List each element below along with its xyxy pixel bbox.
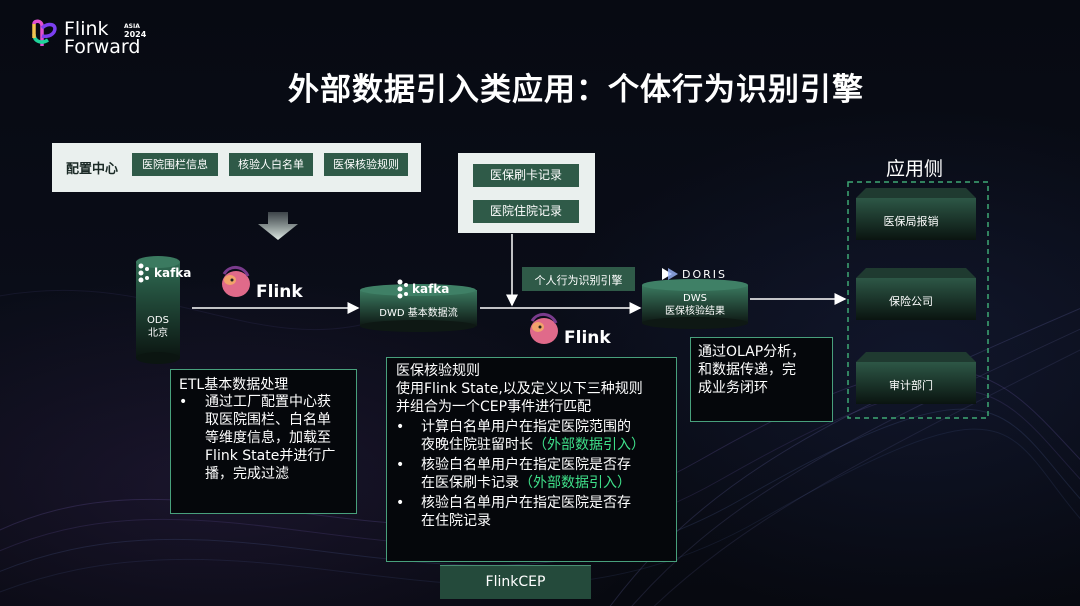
flink-label-2: Flink (564, 328, 611, 348)
dws-label-line1: DWS (683, 293, 707, 304)
rule-2-text: 在医保刷卡记录 (421, 475, 519, 491)
dwd-label: DWD 基本数据流 (379, 308, 458, 319)
etl-line: 取医院围栏、白名单 (205, 412, 331, 428)
engine-label: 个人行为识别引擎 (534, 274, 623, 287)
app-box-3 (856, 352, 976, 404)
dws-label-line2: 医保核验结果 (665, 306, 725, 317)
flink-squirrel-icon-2 (530, 313, 558, 344)
record-hospital-stay: 医院住院记录 (473, 200, 579, 223)
kafka-icon (138, 263, 149, 283)
etl-line: Flink State并进行广 (205, 448, 336, 464)
dwd-cylinder (360, 284, 477, 332)
rule-2-line1: 核验白名单用户在指定医院是否存 (421, 457, 631, 473)
ods-label: ODS 北京 (136, 314, 180, 340)
badge-year: 2024 (124, 30, 147, 39)
olap-note: 通过OLAP分析， 和数据传递，完 成业务闭环 (690, 337, 833, 422)
olap-line: 成业务闭环 (698, 380, 768, 396)
app-side-frame (847, 181, 989, 419)
record-card-swipe: 医保刷卡记录 (473, 164, 579, 187)
etl-note-title: ETL基本数据处理 (179, 377, 289, 393)
badge-asia: ASIA (124, 23, 140, 30)
logo-badge: ASIA 2024 (124, 23, 146, 39)
rule-2-tag: （外部数据引入） (519, 475, 631, 491)
dws-cylinder (642, 279, 748, 329)
config-item-whitelist: 核验人白名单 (229, 153, 313, 176)
app-box-1 (856, 188, 976, 240)
logo-line1: Flink (64, 18, 109, 40)
config-down-arrow-icon (258, 212, 298, 240)
rule-1-line2: 夜晚住院驻留时长（外部数据引入） (421, 437, 645, 453)
rule-bullet: • (396, 419, 405, 435)
rule-1-tag: （外部数据引入） (533, 437, 645, 453)
app-item-audit: 审计部门 (889, 379, 933, 392)
rule-1-line1: 计算白名单用户在指定医院范围的 (421, 419, 631, 435)
olap-line: 通过OLAP分析， (698, 344, 806, 360)
rule-3-line2: 在住院记录 (421, 513, 491, 529)
etl-line: 通过工厂配置中心获 (205, 394, 331, 410)
rule-1-text: 夜晚住院驻留时长 (421, 437, 533, 453)
kafka-icon-2 (397, 279, 408, 299)
rule-note-line: 并组合为一个CEP事件进行匹配 (396, 399, 592, 415)
etl-bullet: • (179, 394, 188, 410)
olap-line: 和数据传递，完 (698, 362, 796, 378)
flink-forward-logo-icon (32, 19, 57, 46)
config-item-hospital-fence: 医院围栏信息 (132, 153, 218, 176)
app-item-insurance: 保险公司 (889, 295, 933, 308)
etl-line: 等维度信息，加载至 (205, 430, 331, 446)
rule-note-line: 使用Flink State,以及定义以下三种规则 (396, 381, 643, 397)
logo-line2: Forward (64, 36, 141, 58)
flink-squirrel-icon (222, 266, 250, 297)
rule-3-line1: 核验白名单用户在指定医院是否存 (421, 495, 631, 511)
logo-wordmark: Flink Forward (64, 18, 141, 58)
app-side-title: 应用侧 (886, 158, 944, 180)
rule-bullet: • (396, 457, 405, 473)
config-item-rules: 医保核验规则 (324, 153, 408, 176)
app-item-medical-bureau: 医保局报销 (883, 215, 939, 228)
engine-label-box (522, 267, 635, 291)
ods-label-line2: 北京 (148, 328, 168, 339)
ods-label-line1: ODS (147, 315, 169, 326)
app-box-2 (856, 268, 976, 320)
doris-icon (662, 268, 678, 280)
config-center-label: 配置中心 (66, 162, 119, 177)
config-center-panel: 配置中心 医院围栏信息 核验人白名单 医保核验规则 (52, 143, 421, 192)
dwd-kafka-label: kafka (412, 282, 450, 296)
flinkcep-box: FlinkCEP (440, 565, 591, 599)
records-panel: 医保刷卡记录 医院住院记录 (458, 153, 595, 233)
doris-label: DORIS (682, 268, 727, 281)
rule-2-line2: 在医保刷卡记录（外部数据引入） (421, 475, 631, 491)
ods-cylinder (136, 256, 180, 364)
dws-label: DWS 医保核验结果 (642, 292, 748, 318)
rule-note: 医保核验规则 使用Flink State,以及定义以下三种规则 并组合为一个CE… (386, 357, 677, 562)
ods-kafka-label: kafka (154, 266, 192, 280)
flink-label-1: Flink (256, 282, 303, 302)
etl-line: 播，完成过滤 (205, 466, 289, 482)
rule-bullet: • (396, 495, 405, 511)
page-title: 外部数据引入类应用：个体行为识别引擎 (288, 72, 864, 108)
etl-note: ETL基本数据处理 • 通过工厂配置中心获 取医院围栏、白名单 等维度信息，加载… (170, 369, 357, 514)
rule-note-title: 医保核验规则 (396, 363, 480, 379)
